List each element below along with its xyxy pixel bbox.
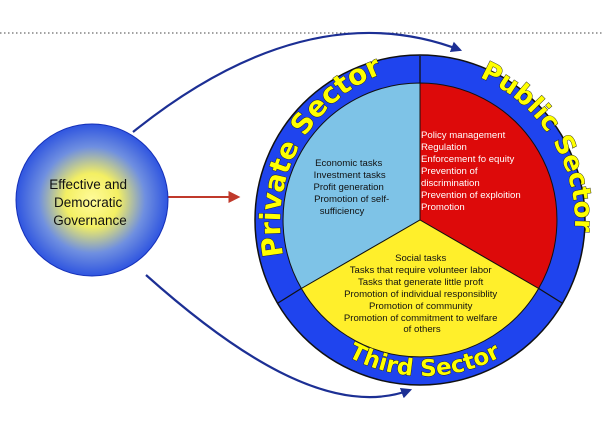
governance-circle <box>15 123 169 277</box>
ring-divider-right <box>537 287 563 304</box>
third-sector-slice <box>300 219 540 358</box>
governance-label: Effective and Democratic Governance <box>49 177 131 228</box>
public-sector-slice <box>419 82 558 290</box>
arrow-to-third-sector <box>145 274 413 399</box>
public-sector-tasks: Policy management Regulation Enforcement… <box>421 130 523 213</box>
private-sector-tasks: Economic tasks Investment tasks Profit g… <box>313 158 391 217</box>
ring-divider-left <box>277 287 303 304</box>
third-sector-tasks: Social tasks Tasks that require voluntee… <box>344 253 500 335</box>
arrow-to-public-sector <box>132 31 463 133</box>
private-sector-slice <box>282 82 421 290</box>
